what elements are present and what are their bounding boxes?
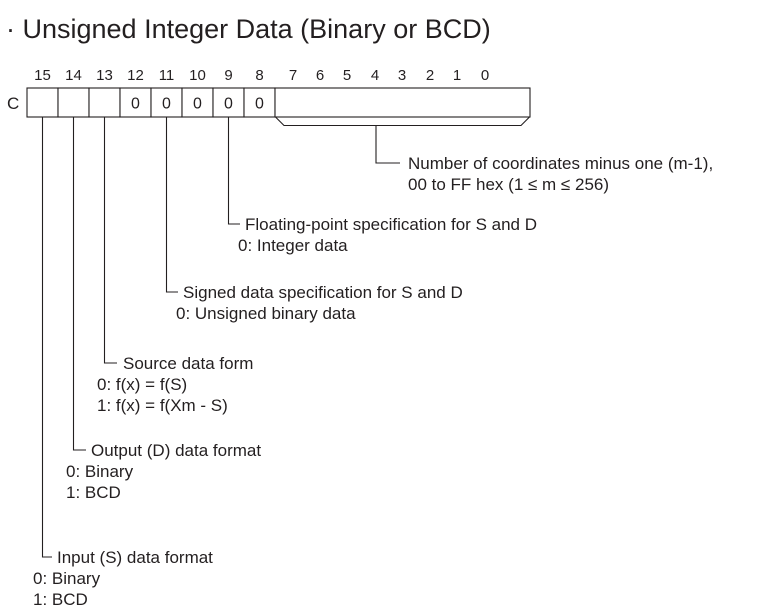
bit-cell-value-10: 0 <box>193 96 202 113</box>
bit-number-14: 14 <box>65 67 82 84</box>
register-word <box>26 87 531 118</box>
field-heading-floating-point: Floating-point specification for S and D <box>245 215 537 234</box>
bit-cell-value-12: 0 <box>131 96 140 113</box>
bit-cell-value-8: 0 <box>255 96 264 113</box>
bit-number-3: 3 <box>398 67 406 84</box>
bit-cell-values: 0 0 0 0 0 <box>131 96 264 113</box>
field-heading-output-format: Output (D) data format <box>91 441 261 460</box>
field-coordinates: Number of coordinates minus one (m-1), 0… <box>408 154 713 194</box>
bit-cell-15 <box>26 87 59 118</box>
field-option-coordinates-range: 00 to FF hex (1 ≤ m ≤ 256) <box>408 175 609 194</box>
bit-number-5: 5 <box>343 67 351 84</box>
bit-cell-14 <box>57 87 90 118</box>
field-option-source-form-1: 1: f(x) = f(Xm - S) <box>97 396 228 415</box>
bit-cell-value-9: 0 <box>224 96 233 113</box>
field-signed-data: Signed data specification for S and D 0:… <box>176 283 463 323</box>
bit-number-10: 10 <box>189 67 206 84</box>
bit-cell-7-0 <box>274 87 531 118</box>
bit-cell-8 <box>243 87 276 118</box>
bit-number-6: 6 <box>316 67 324 84</box>
bit-number-1: 1 <box>453 67 461 84</box>
field-heading-input-format: Input (S) data format <box>57 548 213 567</box>
leader-line-signed-data <box>165 117 178 293</box>
field-heading-source-form: Source data form <box>123 354 253 373</box>
leader-line-coordinates <box>375 125 400 164</box>
bit-number-8: 8 <box>255 67 263 84</box>
field-option-output-format-1: 1: BCD <box>66 483 121 502</box>
field-heading-coordinates: Number of coordinates minus one (m-1), <box>408 154 713 173</box>
bit-number-7: 7 <box>289 67 297 84</box>
bit-number-row: 15 14 13 12 11 10 9 8 7 6 5 4 3 2 1 0 <box>34 67 489 84</box>
field-output-format: Output (D) data format 0: Binary 1: BCD <box>66 441 261 502</box>
bit-number-15: 15 <box>34 67 51 84</box>
bit-number-4: 4 <box>371 67 379 84</box>
field-option-input-format-0: 0: Binary <box>33 569 101 588</box>
field-floating-point: Floating-point specification for S and D… <box>238 215 537 255</box>
bit-cell-12 <box>119 87 152 118</box>
diagram-title: · Unsigned Integer Data (Binary or BCD) <box>6 14 491 44</box>
bit-number-11: 11 <box>159 67 175 84</box>
field-source-form: Source data form 0: f(x) = f(S) 1: f(x) … <box>97 354 253 415</box>
leader-line-floating-point <box>227 117 240 225</box>
leader-line-source-form <box>103 117 117 364</box>
leader-line-input-format <box>41 117 52 558</box>
field-option-signed-data-0: 0: Unsigned binary data <box>176 304 356 323</box>
bit-cell-10 <box>181 87 214 118</box>
bracket-bits-7-0 <box>275 116 530 127</box>
bit-number-2: 2 <box>426 67 434 84</box>
field-option-input-format-1: 1: BCD <box>33 590 88 609</box>
bit-number-12: 12 <box>127 67 144 84</box>
bit-number-13: 13 <box>96 67 113 84</box>
bit-number-9: 9 <box>224 67 232 84</box>
leader-line-output-format <box>72 117 86 451</box>
bit-cell-value-11: 0 <box>162 96 171 113</box>
bit-number-0: 0 <box>481 67 489 84</box>
field-heading-signed-data: Signed data specification for S and D <box>183 283 463 302</box>
register-label: C <box>7 94 19 113</box>
leader-lines <box>41 116 530 558</box>
field-input-format: Input (S) data format 0: Binary 1: BCD <box>33 548 213 609</box>
field-option-source-form-0: 0: f(x) = f(S) <box>97 375 187 394</box>
bit-cell-13 <box>88 87 121 118</box>
field-option-floating-point-0: 0: Integer data <box>238 236 348 255</box>
field-option-output-format-0: 0: Binary <box>66 462 134 481</box>
